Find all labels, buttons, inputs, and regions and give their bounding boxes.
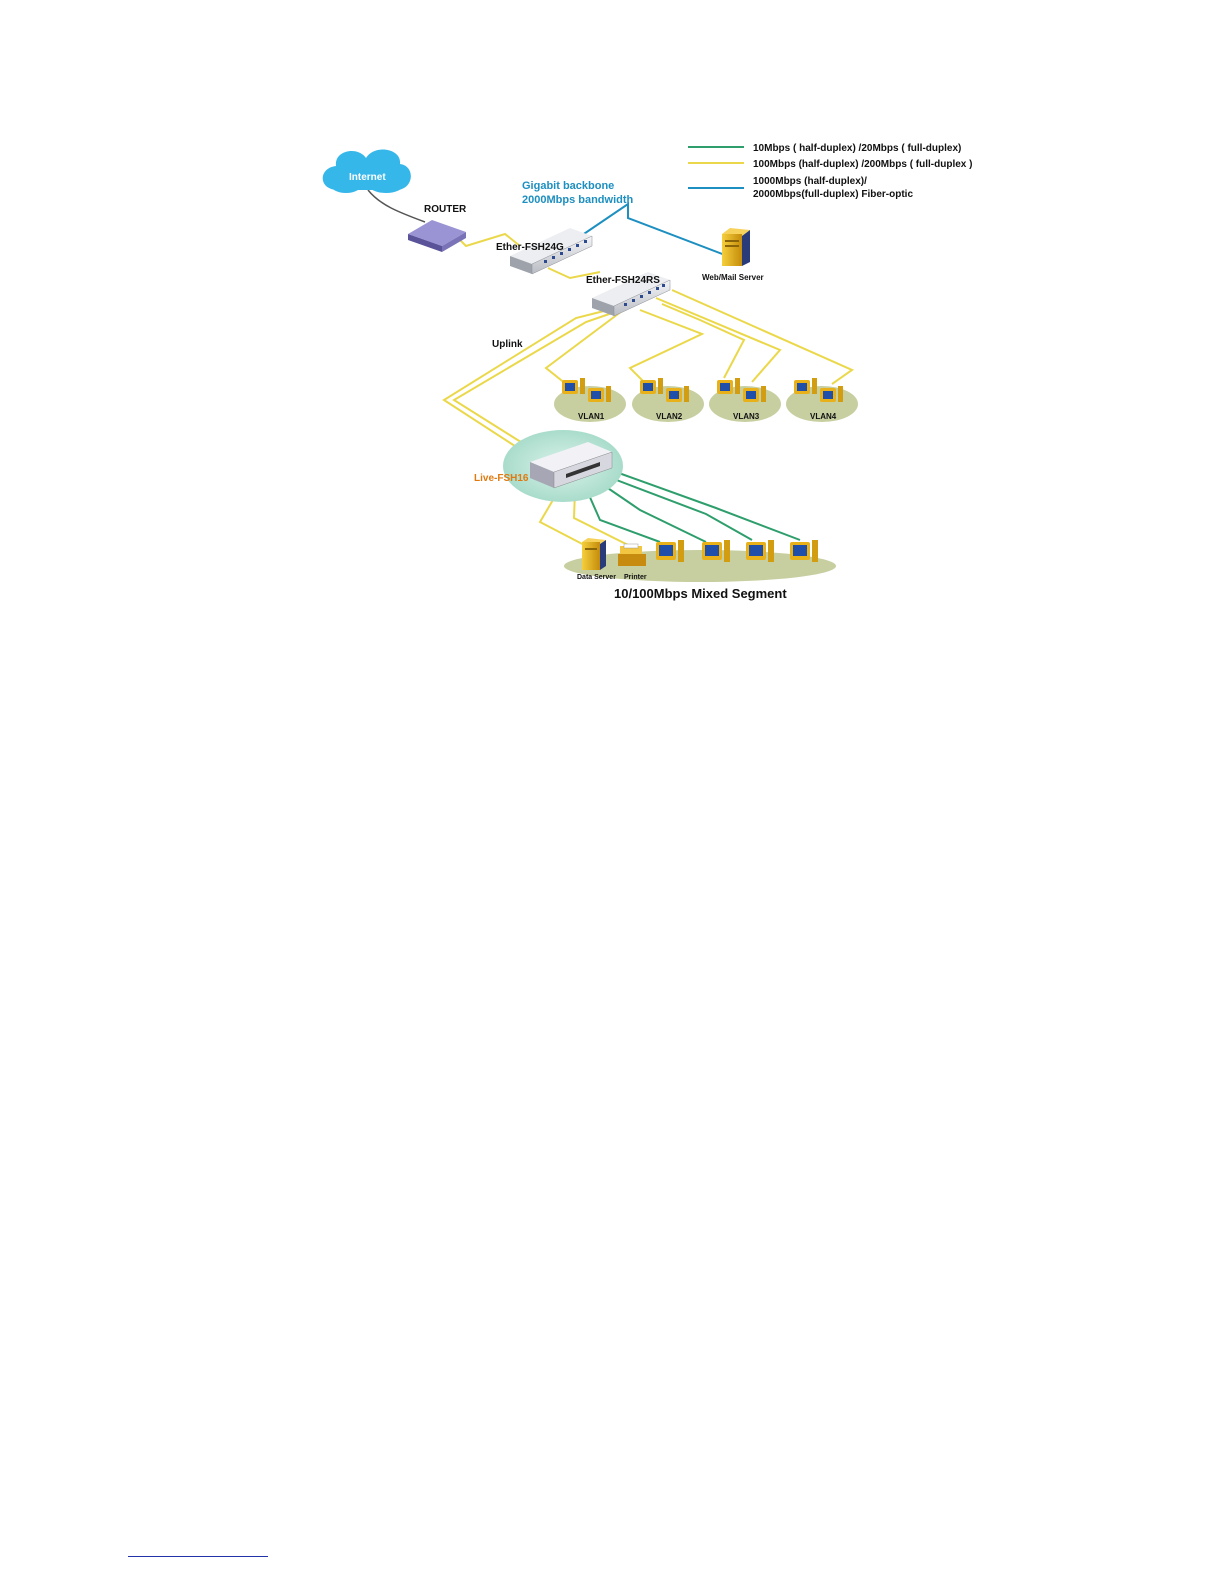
workstation-icon [562, 378, 585, 394]
printer-icon [618, 543, 646, 566]
workstation-icon [588, 386, 611, 402]
workstation-icon [790, 540, 818, 562]
segment-title: 10/100Mbps Mixed Segment [614, 586, 787, 601]
web-server-label: Web/Mail Server [702, 273, 764, 282]
data-server: Data Server [577, 538, 616, 581]
workstation-icon [743, 386, 766, 402]
switch1-label: Ether-FSH24G [496, 242, 564, 253]
legend-item-10mbps: 10Mbps ( half-duplex) /20Mbps ( full-dup… [688, 143, 961, 154]
server-tower-icon [722, 228, 750, 266]
switch2-label: Ether-FSH24RS [586, 275, 660, 286]
link-live-pc4 [615, 471, 801, 541]
link-vlan4 [671, 289, 855, 385]
vlan-group-4: VLAN4 [786, 378, 858, 422]
vlan-group-1: VLAN1 [554, 378, 626, 422]
uplink-label: Uplink [492, 339, 523, 350]
footnote-divider [128, 1556, 268, 1557]
internet-label: Internet [349, 172, 386, 183]
link-live-pc2 [595, 479, 707, 543]
data-server-label: Data Server [577, 574, 616, 581]
switch-ether-fsh24rs: Ether-FSH24RS [586, 272, 671, 317]
workstation-icon [794, 378, 817, 394]
vlan-label: VLAN1 [578, 412, 605, 421]
printer-label: Printer [624, 574, 647, 581]
legend-label-1000mbps-line1: 1000Mbps (half-duplex)/ [753, 176, 867, 187]
link-vlan1 [544, 307, 627, 385]
server-tower-icon [582, 538, 606, 570]
mixed-segment: Data Server Printer 10/100Mb [564, 538, 836, 601]
legend: 10Mbps ( half-duplex) /20Mbps ( full-dup… [688, 143, 972, 200]
legend-item-100mbps: 100Mbps (half-duplex) /200Mbps ( full-du… [688, 159, 972, 170]
network-switch-icon [592, 272, 671, 317]
link-router-switch1 [457, 232, 521, 248]
link-internet-router [367, 189, 426, 223]
internet-cloud-icon: Internet [322, 149, 411, 193]
live-switch-label: Live-FSH16 [474, 473, 529, 484]
vlan-label: VLAN3 [733, 412, 760, 421]
link-vlan3 [655, 297, 782, 383]
network-switch-icon [530, 442, 613, 489]
router-label: ROUTER [424, 204, 467, 215]
legend-label-10mbps: 10Mbps ( half-duplex) /20Mbps ( full-dup… [753, 143, 961, 154]
link-backbone-webserver [571, 202, 726, 256]
workstation-icon [656, 540, 684, 562]
workstation-icon [820, 386, 843, 402]
web-mail-server: Web/Mail Server [702, 228, 764, 282]
vlan-group-3: VLAN3 [709, 378, 781, 422]
link-uplink [442, 309, 609, 449]
workstation-icon [666, 386, 689, 402]
link-uplink-2 [452, 311, 616, 445]
legend-label-1000mbps-line2: 2000Mbps(full-duplex) Fiber-optic [753, 189, 913, 200]
vlan-label: VLAN2 [656, 412, 683, 421]
switch-live-fsh16: Live-FSH16 [474, 430, 623, 502]
connections [367, 189, 855, 549]
switch-ether-fsh24g: Ether-FSH24G [496, 228, 593, 275]
workstation-icon [746, 540, 774, 562]
workstation-icon [640, 378, 663, 394]
router-icon: ROUTER [408, 204, 467, 252]
link-switch1-switch2 [547, 267, 601, 280]
vlan-group-2: VLAN2 [632, 378, 704, 422]
link-live-pc3 [605, 475, 753, 541]
vlan-label: VLAN4 [810, 412, 837, 421]
workstation-icon [717, 378, 740, 394]
workstation-icon [702, 540, 730, 562]
network-switch-icon [510, 228, 593, 275]
backbone-label-line2: 2000Mbps bandwidth [522, 194, 634, 206]
printer: Printer [618, 543, 647, 581]
legend-label-100mbps: 100Mbps (half-duplex) /200Mbps ( full-du… [753, 159, 972, 170]
backbone-label-line1: Gigabit backbone [522, 180, 614, 192]
link-vlan3b [661, 303, 746, 379]
link-vlan2 [628, 309, 705, 383]
legend-item-1000mbps: 1000Mbps (half-duplex)/ 2000Mbps(full-du… [688, 176, 913, 200]
